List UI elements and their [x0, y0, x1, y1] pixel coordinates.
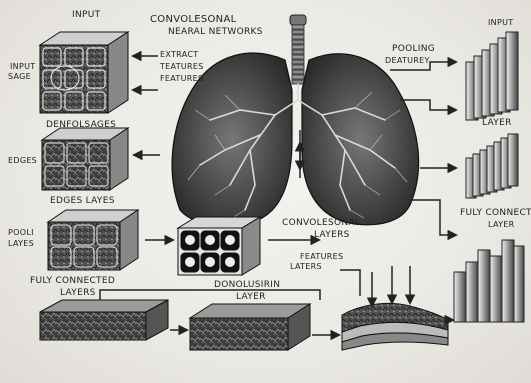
features-small-label-1: FEATURES — [300, 252, 343, 261]
extract-label-1: EXTRACT — [160, 50, 198, 59]
input-side-label-2: SAGE — [8, 72, 31, 81]
extract-label-3: FEATURES — [160, 74, 203, 83]
bottom-slab-right — [342, 303, 448, 350]
pooling-label-1: POOLING — [392, 44, 435, 54]
conv-layers-label-2: LAYERS — [314, 230, 350, 240]
fully-connected-left-label-2: LAYERS — [60, 288, 96, 298]
donolusirin-label-2: LAYER — [236, 292, 266, 302]
input-top-label: INPUT — [72, 10, 100, 20]
donolusirin-label-1: DONOLUSIRIN — [214, 280, 280, 290]
extract-label-2: TEATURES — [160, 62, 204, 71]
input-right-label: INPUT — [488, 18, 513, 27]
title-line-1: CONVOLESONAL — [150, 14, 236, 25]
layer-bar-stack — [466, 134, 518, 198]
bottom-slab-left — [40, 300, 168, 340]
edges-layes-label: EDGES LAYES — [50, 196, 115, 206]
pool-side-label-1: POOLI — [8, 228, 34, 237]
input-cube-stack — [40, 32, 128, 113]
lungs-illustration — [172, 15, 419, 225]
pooling-bar-stack — [466, 32, 518, 120]
fully-connected-bar-stack — [454, 240, 524, 322]
pooling-cube-stack — [48, 210, 138, 270]
fully-connected-right-label-2: LAYER — [488, 220, 515, 229]
pool-side-label-2: LAYES — [8, 239, 34, 248]
conv-layers-label-1: CONVOLESONAL — [282, 218, 360, 228]
features-small-label-2: LATERS — [290, 262, 322, 271]
pooling-label-2: DEATUREY — [385, 56, 430, 65]
conv-cube-stack — [178, 217, 260, 275]
layer-right-label: LAYER — [482, 118, 512, 128]
denfolsages-label: DENFOLSAGES — [46, 120, 116, 130]
edges-side-label: EDGES — [8, 156, 37, 165]
bottom-slab-middle — [190, 304, 310, 350]
fully-connected-left-label-1: FULY CONNECTED — [30, 276, 115, 286]
edges-cube-stack — [42, 128, 128, 190]
input-side-label-1: INPUT — [10, 62, 35, 71]
fully-connected-right-label-1: FULY CONNECTE — [460, 208, 531, 218]
title-line-2: NEARAL NETWORKS — [168, 27, 263, 37]
